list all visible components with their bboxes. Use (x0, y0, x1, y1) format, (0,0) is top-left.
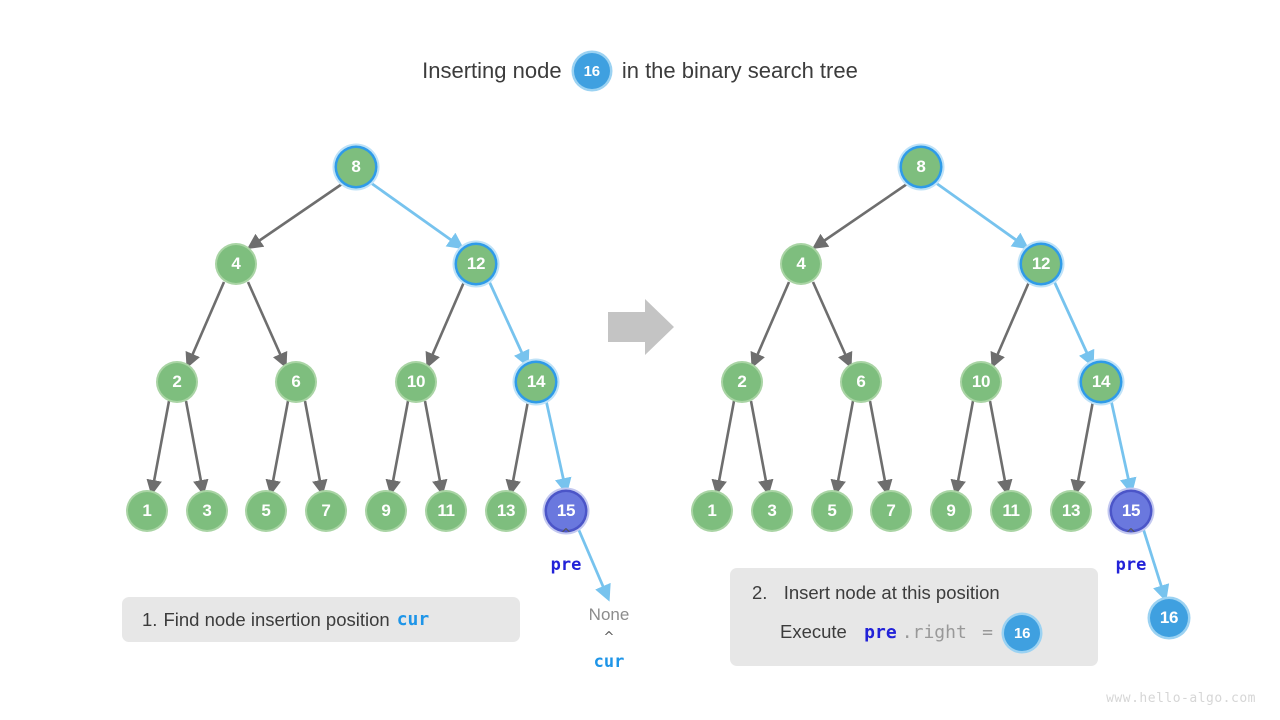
tree-node-3: 3 (188, 492, 226, 530)
tree-node-8: 8 (902, 148, 940, 186)
caption-2-node-16: 16 (1004, 615, 1041, 651)
caption-1-text: Find node insertion position (163, 608, 390, 630)
caption-step-2: 2. Insert node at this position Execute … (730, 568, 1098, 666)
left-cur-caret: ^ (603, 630, 615, 645)
watermark: www.hello-algo.com (1106, 691, 1256, 706)
caption-2-text: Insert node at this position (783, 582, 1000, 603)
caption-2-field: .right (901, 621, 967, 643)
caption-1-number: 1. (142, 608, 158, 630)
tree-node-5: 5 (247, 492, 285, 530)
tree-node-2: 2 (158, 363, 196, 401)
tree-node-10: 10 (397, 363, 435, 401)
caption-2-line-2: Execute pre .right = 16 (752, 615, 1098, 651)
caption-2-number: 2. (752, 582, 768, 603)
caption-2-line-1: 2. Insert node at this position (752, 582, 1098, 604)
left-none-label: None (588, 605, 630, 624)
right-tree-gray-edges (711, 182, 1095, 496)
right-pre-caret: ^ (1125, 527, 1137, 542)
caption-2-execute: Execute (780, 620, 847, 642)
tree-node-14: 14 (517, 363, 555, 401)
tree-node-6: 6 (842, 363, 880, 401)
caption-2-equals: = (982, 621, 993, 643)
tree-node-12: 12 (1022, 245, 1060, 283)
caption-1-keyword-cur: cur (396, 609, 430, 630)
tree-node-9: 9 (367, 492, 405, 530)
tree-node-15: 15 (1112, 492, 1150, 530)
tree-node-14: 14 (1082, 363, 1120, 401)
tree-node-11: 11 (992, 492, 1030, 530)
tree-node-15: 15 (547, 492, 585, 530)
tree-node-7: 7 (307, 492, 345, 530)
title-suffix: in the binary search tree (621, 58, 858, 83)
tree-node-3: 3 (753, 492, 791, 530)
tree-node-4: 4 (782, 245, 820, 283)
tree-node-6: 6 (277, 363, 315, 401)
tree-node-11: 11 (427, 492, 465, 530)
page-title: Inserting node 16 in the binary search t… (0, 53, 1280, 89)
tree-node-10: 10 (962, 363, 1000, 401)
left-pre-label: pre (550, 555, 582, 575)
tree-node-9: 9 (932, 492, 970, 530)
tree-node-12: 12 (457, 245, 495, 283)
left-pre-caret: ^ (560, 527, 572, 542)
transition-arrow (608, 299, 674, 355)
caption-2-pre: pre (864, 621, 897, 643)
tree-node-2: 2 (723, 363, 761, 401)
right-pre-label: pre (1115, 555, 1147, 575)
tree-node-16: 16 (1150, 599, 1188, 637)
tree-node-1: 1 (693, 492, 731, 530)
left-cur-label: cur (593, 652, 625, 672)
tree-node-1: 1 (128, 492, 166, 530)
tree-node-8: 8 (337, 148, 375, 186)
caption-step-1: 1. Find node insertion position cur (122, 597, 520, 642)
tree-node-5: 5 (813, 492, 851, 530)
tree-node-7: 7 (872, 492, 910, 530)
tree-node-13: 13 (487, 492, 525, 530)
left-tree-gray-edges (146, 182, 530, 496)
title-node-16: 16 (573, 53, 610, 89)
tree-node-4: 4 (217, 245, 255, 283)
tree-node-13: 13 (1052, 492, 1090, 530)
title-prefix: Inserting node (422, 58, 562, 83)
